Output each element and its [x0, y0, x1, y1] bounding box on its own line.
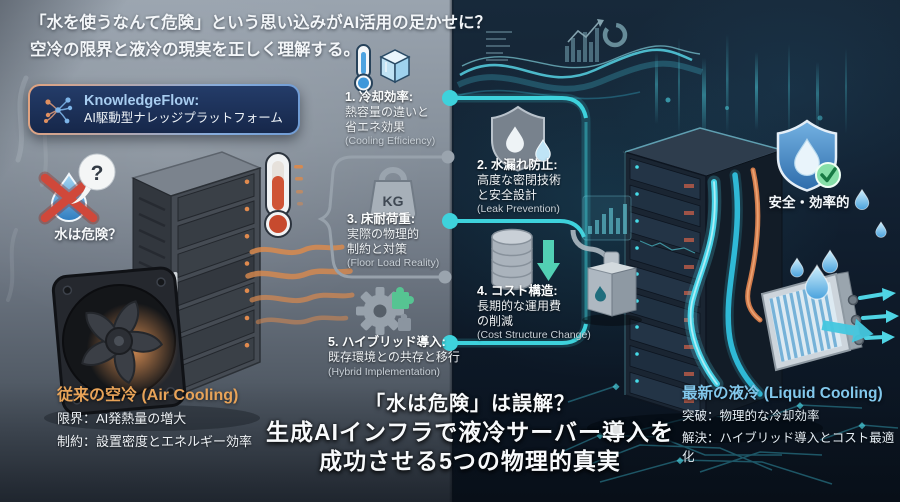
- factor-5-english: (Hybrid Implementation): [328, 365, 441, 378]
- factor-2-number: 2. 水漏れ防止:: [477, 158, 558, 172]
- factor-3-number: 3. 床耐荷重:: [347, 212, 416, 226]
- safety-badge-label: 安全・効率的: [768, 195, 850, 210]
- factor-2-english: (Leak Prevention): [477, 203, 560, 215]
- factor-2-line: と安全設計: [477, 187, 538, 202]
- main-title-line-2: 生成AIインフラで液冷サーバー導入を: [265, 419, 675, 445]
- factor-3-line: 制約と対策: [347, 241, 408, 256]
- factor-1-line: 熱容量の違いと: [345, 105, 430, 119]
- factor-4-number: 4. コスト構造:: [477, 284, 558, 298]
- factor-5-line: 既存環境との共存と移行: [328, 350, 460, 364]
- main-title: 「水は危険」は誤解？ 生成AIインフラで液冷サーバー導入を 成功させる5つの物理…: [120, 391, 820, 476]
- header-block: 「水を使うなんて危険」という思い込みがAI活用の足かせに？ 空冷の限界と液冷の現…: [30, 10, 491, 64]
- factor-1-english: (Cooling Efficiency): [345, 135, 436, 147]
- factor-1-number: 1. 冷却効率:: [345, 90, 414, 104]
- factor-4-line: 長期的な運用費: [477, 299, 562, 313]
- factor-item-4: 4. コスト構造: 長期的な運用費 の削減 (Cost Structure Ch…: [477, 284, 627, 342]
- network-flow-icon: [44, 96, 73, 123]
- header-line-2: 空冷の限界と液冷の現実を正しく理解する。: [30, 41, 360, 59]
- factor-1-line: 省エネ効果: [345, 119, 406, 134]
- factor-item-5: 5. ハイブリッド導入: 既存環境との共存と移行 (Hybrid Impleme…: [328, 335, 496, 379]
- factor-2-line: 高度な密閉技術: [477, 173, 562, 187]
- factor-3-line: 実際の物理的: [347, 227, 420, 241]
- factor-5-number: 5. ハイブリッド導入:: [328, 335, 446, 349]
- factor-item-3: 3. 床耐荷重: 実際の物理的 制約と対策 (Floor Load Realit…: [347, 212, 469, 270]
- main-title-line-3: 成功させる5つの物理的真実: [319, 448, 621, 474]
- brand-tagline: AI駆動型ナレッジプラットフォーム: [84, 111, 283, 125]
- water-danger-question-label: 水は危険？: [54, 227, 122, 242]
- factor-item-2: 2. 水漏れ防止: 高度な密閉技術 と安全設計 (Leak Prevention…: [477, 158, 609, 216]
- brand-name: KnowledgeFlow:: [84, 93, 200, 109]
- factor-4-english: (Cost Structure Change): [477, 329, 591, 341]
- brand-banner: KnowledgeFlow: AI駆動型ナレッジプラットフォーム: [28, 84, 300, 135]
- factor-4-line: の削減: [477, 313, 514, 328]
- header-line-1: 「水を使うなんて危険」という思い込みがAI活用の足かせに？: [30, 14, 492, 32]
- panel-divider: [449, 0, 454, 502]
- factor-item-1: 1. 冷却効率: 熱容量の違いと 省エネ効果 (Cooling Efficien…: [345, 90, 467, 148]
- main-title-line-1: 「水は危険」は誤解？: [365, 393, 575, 415]
- factor-3-english: (Floor Load Reality): [347, 257, 440, 269]
